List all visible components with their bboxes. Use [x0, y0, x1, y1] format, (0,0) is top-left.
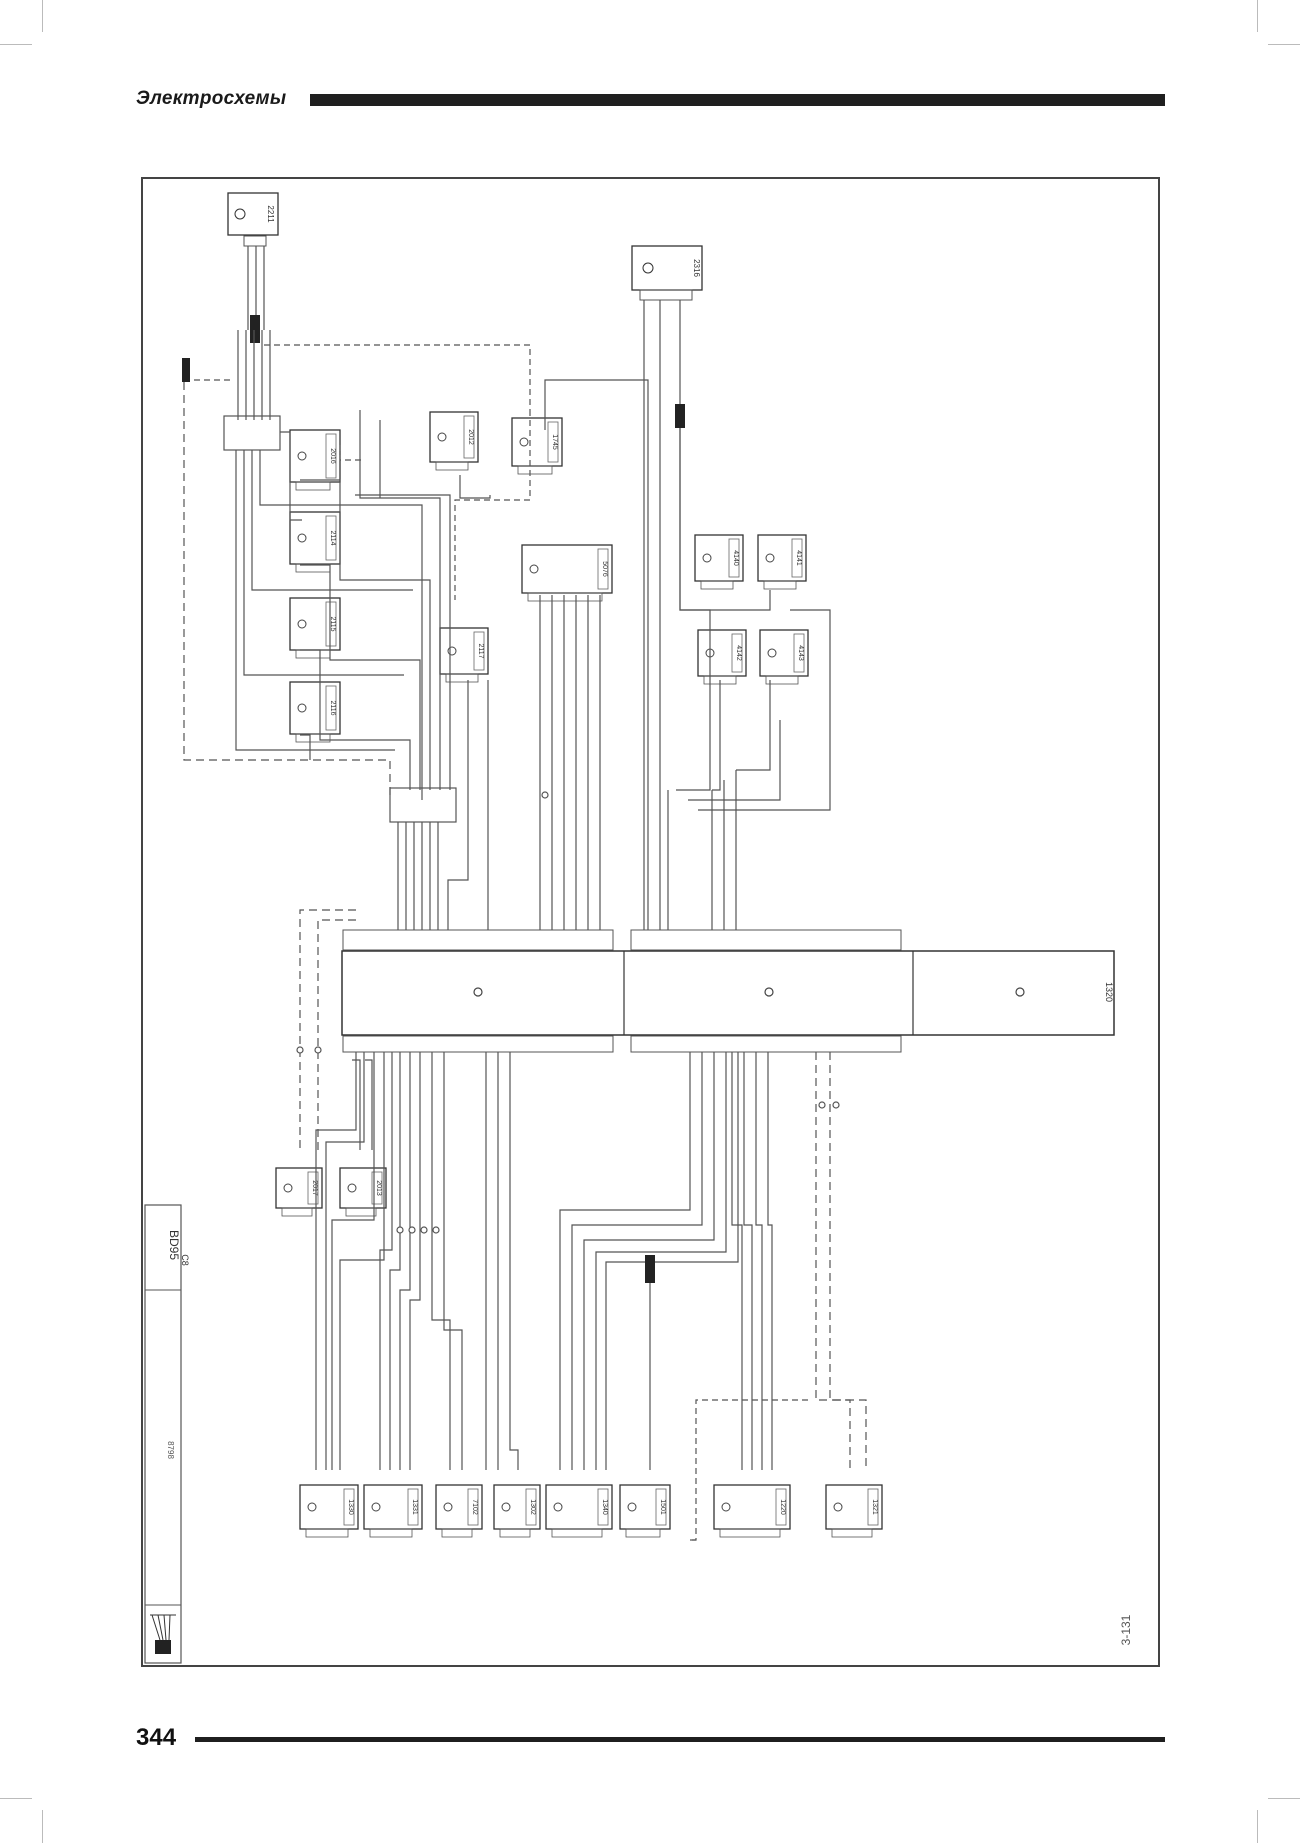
component-2016: 2016	[289, 429, 341, 491]
component-1321: 1321	[825, 1484, 883, 1538]
component-5076: 5076	[521, 544, 613, 602]
component-symbol-icon	[283, 1183, 293, 1193]
component-symbol-icon	[721, 1502, 731, 1512]
component-symbol-icon	[501, 1502, 511, 1512]
component-symbol-icon	[297, 451, 307, 461]
component-label: 1745	[551, 434, 558, 450]
component-label: 2114	[329, 530, 336, 545]
component-symbol-icon	[437, 432, 447, 442]
component-2116: 2116	[289, 681, 341, 743]
component-2211: 2211	[227, 192, 279, 247]
top-right-label: 2316	[692, 259, 701, 277]
crop-mark	[42, 0, 43, 32]
component-label: 1331	[411, 1499, 418, 1515]
side-sub: C8	[180, 1254, 190, 1266]
component-symbol-icon	[765, 553, 775, 563]
reference-code: 3-131	[1119, 1614, 1133, 1645]
component-4141: 4141	[757, 534, 807, 590]
component-symbol-icon	[297, 703, 307, 713]
component-label: 4141	[795, 550, 802, 566]
component-2017: 2017	[275, 1167, 323, 1217]
component-label: 2017	[311, 1180, 318, 1196]
component-label: 5076	[601, 561, 608, 577]
section-title: Электросхемы	[136, 88, 287, 109]
component-symbol-icon	[297, 533, 307, 543]
component-1745: 1745	[511, 417, 563, 475]
component-7102: 7102	[435, 1484, 483, 1538]
side-label: 8798	[166, 1441, 175, 1459]
component-label: 1302	[529, 1499, 536, 1515]
component-2012: 2012	[429, 411, 479, 471]
component-1330: 1330	[299, 1484, 359, 1538]
component-symbol-icon	[297, 619, 307, 629]
component-symbol-icon	[443, 1502, 453, 1512]
component-2013: 2013	[339, 1167, 387, 1217]
crop-mark	[0, 44, 32, 45]
footer-rule	[195, 1737, 1165, 1742]
crop-mark	[42, 1810, 43, 1843]
component-label: 2013	[375, 1180, 382, 1196]
component-symbol-icon	[447, 646, 457, 656]
component-symbol-icon	[702, 553, 712, 563]
component-label: 1321	[871, 1499, 878, 1515]
component-1220: 1220	[713, 1484, 791, 1538]
component-label: 2115	[329, 616, 336, 631]
component-symbol-icon	[627, 1502, 637, 1512]
component-symbol-icon	[833, 1502, 843, 1512]
component-2316: 2316	[631, 245, 703, 301]
component-symbol-icon	[553, 1502, 563, 1512]
component-label: 4140	[732, 550, 739, 566]
side-code: BD95	[167, 1230, 181, 1260]
component-symbol-icon	[767, 648, 777, 658]
crop-mark	[0, 1798, 32, 1799]
component-4140: 4140	[694, 534, 744, 590]
component-2117: 2117	[439, 627, 489, 683]
component-4142: 4142	[697, 629, 747, 685]
component-label: 1220	[779, 1499, 786, 1515]
component-symbol-icon	[371, 1502, 381, 1512]
component-4143: 4143	[759, 629, 809, 685]
diagram-frame	[141, 177, 1160, 1667]
header-rule	[310, 94, 1165, 106]
side-legend: BD95 C8 8798	[144, 1204, 190, 1664]
control-unit-1320: 1320	[341, 929, 1115, 1053]
component-label: 1330	[347, 1499, 354, 1515]
component-symbol-icon	[519, 437, 529, 447]
component-label: 2016	[329, 448, 336, 464]
component-1501: 1501	[619, 1484, 671, 1538]
component-label: 7102	[471, 1499, 478, 1515]
component-label: 1340	[601, 1499, 608, 1515]
component-label: 2012	[467, 429, 474, 445]
component-symbol-icon	[347, 1183, 357, 1193]
component-1302: 1302	[493, 1484, 541, 1538]
wiring-layer	[182, 246, 867, 1541]
top-left-label: 2211	[266, 205, 275, 223]
component-2114: 2114	[289, 511, 341, 573]
component-label: 2116	[329, 700, 336, 715]
component-layer: 2012 1745 2016 5076 2114 2115 2116 2117 4140 4141…	[275, 411, 883, 1538]
crop-mark	[1257, 1810, 1258, 1843]
component-1331: 1331	[363, 1484, 423, 1538]
main-unit-label: 1320	[1104, 982, 1114, 1002]
crop-mark	[1268, 44, 1300, 45]
component-label: 2117	[477, 643, 484, 658]
component-2115: 2115	[289, 597, 341, 659]
component-symbol-icon	[529, 564, 539, 574]
component-symbol-icon	[307, 1502, 317, 1512]
crop-mark	[1257, 0, 1258, 32]
component-1340: 1340	[545, 1484, 613, 1538]
component-label: 4142	[735, 645, 742, 661]
ground-icon	[150, 1614, 176, 1654]
component-label: 1501	[659, 1499, 666, 1515]
crop-mark	[1268, 1798, 1300, 1799]
page-number: 344	[136, 1724, 177, 1751]
component-label: 4143	[797, 645, 804, 661]
